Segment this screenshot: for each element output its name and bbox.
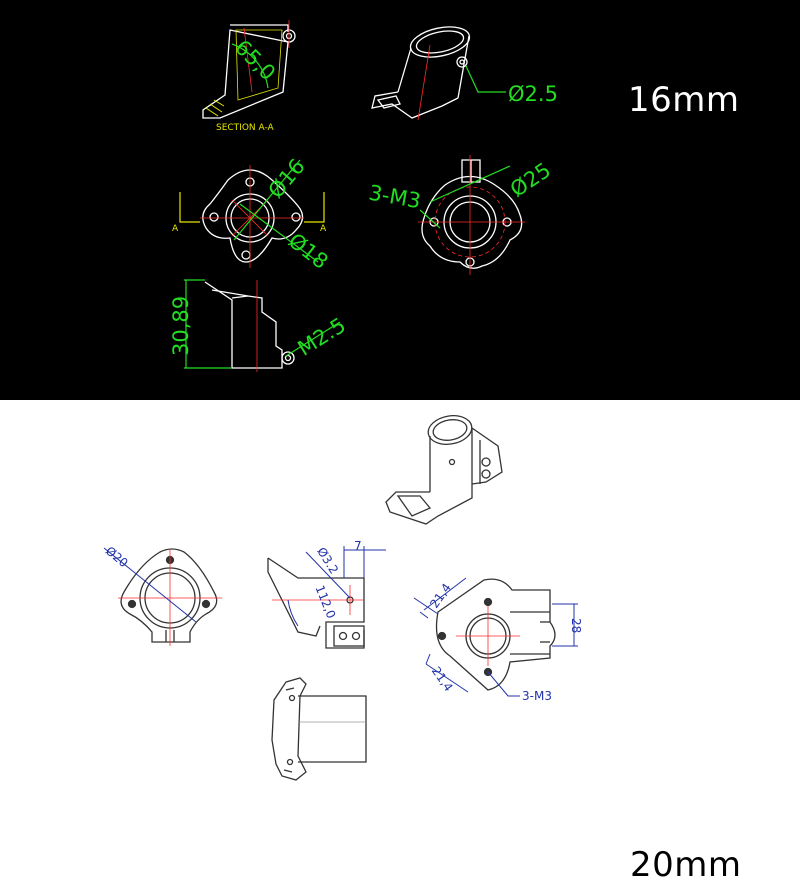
bottom-view-20 [435, 578, 556, 691]
section-view [202, 20, 296, 119]
bottom-view-20-centerlines [456, 606, 520, 666]
screw-label-20: 3-M3 [522, 689, 552, 703]
side-view-20-centerlines [272, 585, 364, 615]
height-label-20: 28 [569, 618, 583, 633]
iso-view-16 [371, 26, 471, 121]
angle-112-label: 112,0 [312, 583, 338, 620]
section-mark-right: A [320, 224, 327, 234]
section-mark-left: A [172, 224, 179, 234]
offset-label: 7 [354, 539, 362, 553]
offset-dim [343, 546, 386, 578]
edge-top-label: 21,4 [427, 581, 454, 611]
section-label: SECTION A-A [216, 123, 275, 133]
section-cut-line [179, 192, 325, 223]
bottom-view-16 [421, 159, 523, 269]
outer-dia-leader [239, 203, 319, 263]
drawing-16mm: 65,0 SECTION A-A Ø2.5 [169, 20, 558, 372]
mount-dia-label: Ø25 [506, 158, 555, 202]
hole-dia-label: Ø3.2 [314, 545, 341, 577]
edge-bottom-label: 21,4 [429, 664, 456, 694]
height-dim [184, 279, 232, 369]
bottom-view-16-centerlines [418, 155, 525, 275]
screw-leader-20 [487, 671, 520, 697]
height-dim-20 [552, 603, 578, 647]
screw-label: 3-M3 [367, 181, 423, 214]
height-label: 30,89 [169, 296, 193, 356]
side-view-20 [267, 557, 365, 649]
angle-arc-20 [287, 599, 299, 627]
top-view-20 [120, 548, 218, 643]
iso-view-20 [385, 415, 503, 525]
inner-dia-leader [233, 159, 301, 241]
panel-20mm: Ø20 7 Ø3.2 112,0 [0, 400, 800, 885]
side-view-16 [204, 280, 295, 372]
top-view-20-centerlines [118, 550, 222, 646]
hole-dia-leader [305, 551, 351, 599]
front-view-20 [271, 677, 367, 781]
pin-leader [465, 65, 506, 93]
screw-leader [419, 209, 441, 229]
mount-dia-leader [429, 165, 511, 203]
pin-dia-label: Ø2.5 [508, 82, 558, 106]
set-screw-label: M2.5 [294, 313, 350, 361]
size-label-20mm: 20mm [630, 845, 742, 885]
size-label-16mm: 16mm [628, 80, 740, 120]
angle-arc [231, 43, 269, 89]
set-screw-leader [285, 321, 341, 357]
drawing-20mm: Ø20 7 Ø3.2 112,0 [103, 415, 583, 781]
tube-dia-leader [103, 547, 197, 623]
edge-top-dim [413, 577, 467, 619]
edge-bottom-dim [425, 653, 469, 693]
panel-16mm: 65,0 SECTION A-A Ø2.5 [0, 0, 800, 400]
